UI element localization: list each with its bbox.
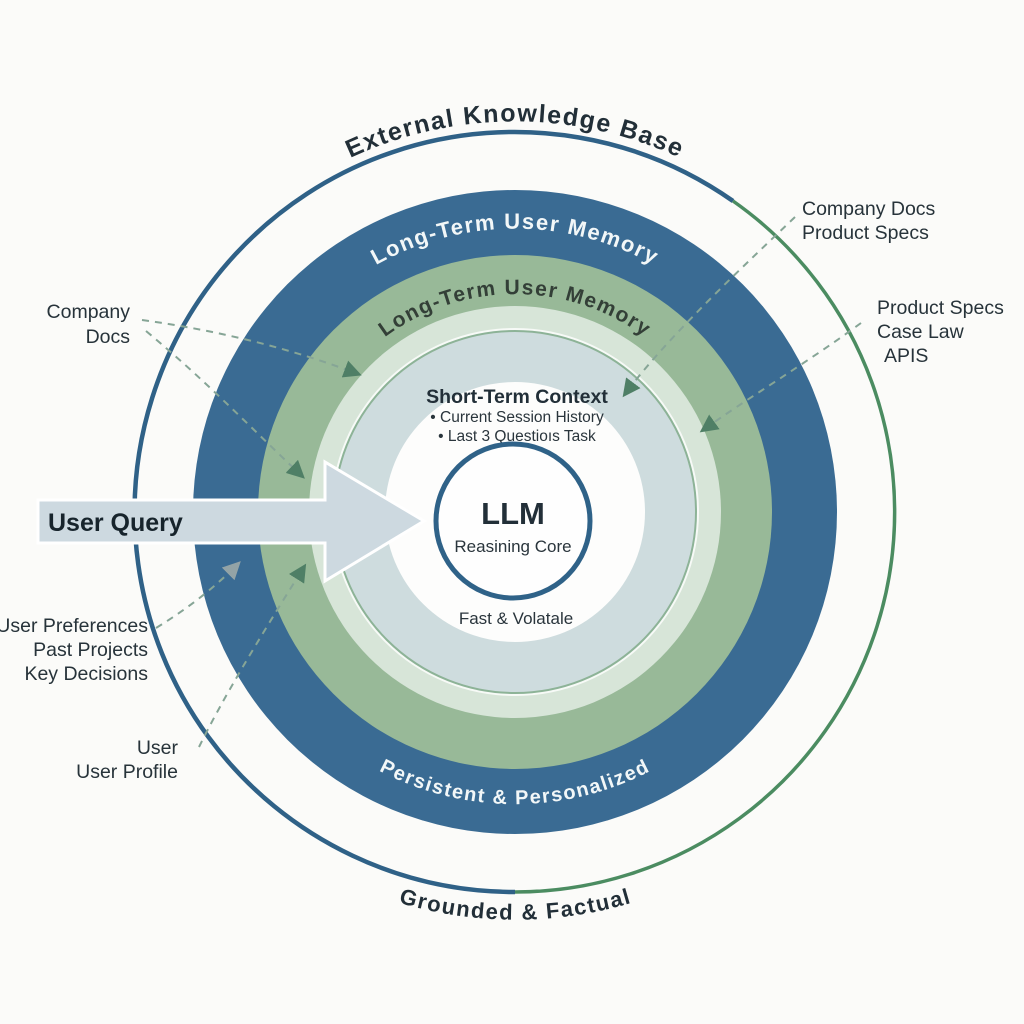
short-term-bullet-2: • Last 3 Questioıs Task	[438, 428, 596, 445]
outer-circle-green-arc	[514, 199, 897, 894]
connector-company-docs-right	[622, 216, 796, 398]
callout-user-profile-line1: User	[137, 737, 179, 759]
connector-company-docs-left-a	[141, 319, 362, 378]
callout-company-docs-left: Company Docs	[47, 301, 131, 348]
callout-user-preferences-line3: Key Decisions	[24, 663, 148, 685]
callout-product-specs-right-line1: Product Specs	[877, 297, 1004, 319]
callout-user-preferences: User Preferences Past Projects Key Decis…	[0, 615, 148, 685]
user-query-arrow	[36, 459, 427, 584]
short-term-context-title: Short-Term Context	[426, 386, 608, 408]
callout-company-docs-right-line2: Product Specs	[802, 222, 929, 244]
connector-group	[141, 216, 862, 748]
llm-core-subtitle: Reasining Core	[454, 537, 571, 556]
outer-circle-blue-arc	[132, 129, 735, 895]
callout-user-profile: User User Profile	[76, 737, 178, 783]
connector-user-preferences	[155, 561, 241, 629]
llm-core-caption: Fast & Volatale	[459, 609, 573, 628]
callout-product-specs-right: Product Specs Case Law APIS	[877, 297, 1004, 367]
callout-company-docs-left-line2: Docs	[86, 326, 131, 348]
user-query-label: User Query	[48, 509, 183, 537]
callout-company-docs-right: Company Docs Product Specs	[802, 198, 936, 244]
callout-product-specs-right-line3: APIS	[884, 345, 928, 367]
llm-core-title: LLM	[481, 496, 545, 531]
callout-user-preferences-line2: Past Projects	[33, 639, 148, 661]
callout-product-specs-right-line2: Case Law	[877, 321, 965, 343]
connector-product-specs-right	[699, 322, 862, 433]
connector-user-profile	[198, 563, 307, 748]
callout-company-docs-left-line1: Company	[47, 301, 131, 323]
short-term-bullet-1: • Current Session History	[430, 409, 604, 426]
callout-company-docs-right-line1: Company Docs	[802, 198, 936, 220]
callout-user-profile-line2: User Profile	[76, 761, 178, 783]
callout-user-preferences-line1: User Preferences	[0, 615, 148, 637]
llm-core-circle	[433, 441, 593, 601]
connector-company-docs-left-b	[145, 330, 305, 479]
